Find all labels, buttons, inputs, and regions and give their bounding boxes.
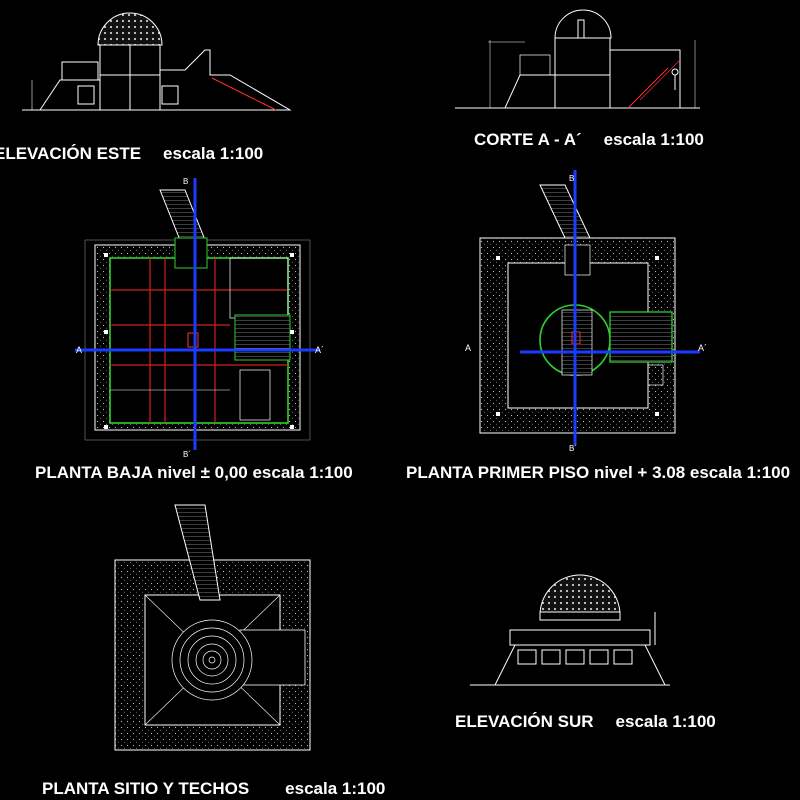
caption-planta-primer-piso: PLANTA PRIMER PISO nivel + 3.08 escala 1… <box>406 463 790 483</box>
caption-planta-baja: PLANTA BAJA nivel ± 0,00 escala 1:100 <box>35 463 353 483</box>
planta-baja-drawing <box>75 178 320 450</box>
caption-planta-sitio-scale: escala 1:100 <box>285 779 386 798</box>
caption-planta-sitio: PLANTA SITIO Y TECHOS escala 1:100 <box>42 779 385 799</box>
section-mark-b-2: B <box>569 174 574 183</box>
section-mark-a-prime-2: A´ <box>698 343 707 353</box>
caption-elevacion-este-title: ELEVACIÓN ESTE <box>0 144 142 163</box>
section-mark-b-prime-2: B´ <box>569 444 577 453</box>
section-mark-a: A <box>76 345 82 355</box>
elevacion-sur-drawing <box>470 574 670 686</box>
caption-corte-scale: escala 1:100 <box>603 130 704 149</box>
caption-corte: CORTE A - A´ escala 1:100 <box>474 130 704 150</box>
section-mark-a-2: A <box>465 343 471 353</box>
caption-elevacion-sur-title: ELEVACIÓN SUR <box>455 712 594 731</box>
caption-elevacion-sur-scale: escala 1:100 <box>615 712 716 731</box>
caption-planta-primer-piso-title: PLANTA PRIMER PISO nivel + 3.08 escala 1… <box>406 463 791 482</box>
caption-elevacion-este-scale: escala 1:100 <box>163 144 264 163</box>
caption-corte-title: CORTE A - A´ <box>474 130 582 149</box>
caption-planta-sitio-title: PLANTA SITIO Y TECHOS <box>42 779 250 798</box>
corte-drawing <box>455 9 700 109</box>
caption-elevacion-sur: ELEVACIÓN SUR escala 1:100 <box>455 712 716 732</box>
section-mark-a-prime: A´ <box>315 345 324 355</box>
planta-sitio-drawing <box>114 504 311 751</box>
elevacion-este-drawing <box>22 12 292 111</box>
section-mark-b: B <box>183 177 188 186</box>
section-mark-b-prime: B´ <box>183 450 191 459</box>
caption-elevacion-este: ELEVACIÓN ESTE escala 1:100 <box>0 144 263 164</box>
caption-planta-baja-title: PLANTA BAJA nivel ± 0,00 escala 1:100 <box>35 463 353 482</box>
planta-primer-piso-drawing <box>479 170 700 445</box>
